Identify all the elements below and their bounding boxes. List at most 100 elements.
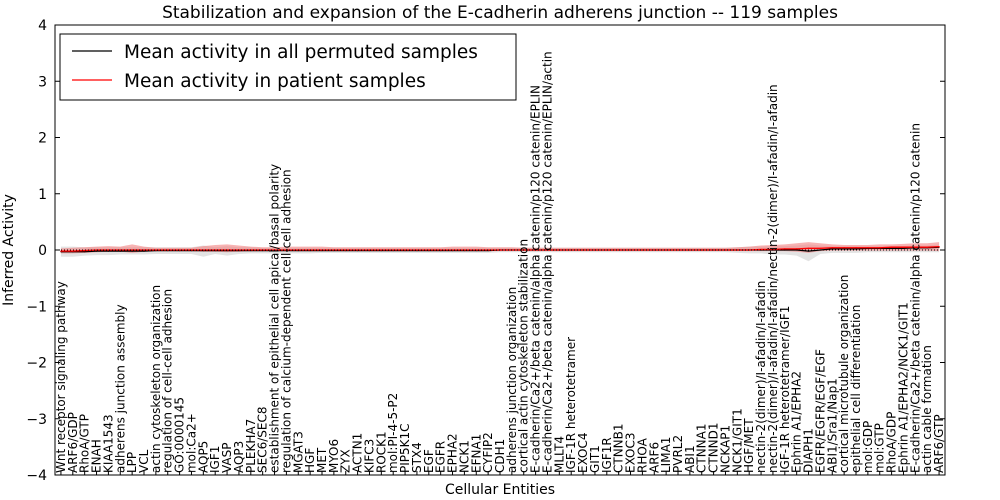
x-tick-label: ARF6/GDP [66, 412, 80, 473]
x-tick-label: IGF-1R heterotetramer [564, 337, 578, 473]
series-1-point-61 [784, 248, 786, 250]
y-tick-label: 2 [38, 131, 47, 147]
x-tick-label: KIFC3 [362, 439, 376, 473]
series-0-point-5 [119, 250, 121, 252]
series-1-point-55 [713, 249, 715, 251]
y-tick-label: 0 [38, 243, 47, 259]
x-tick-label: CTNNA1 [695, 423, 709, 473]
x-tick-label: DIAPH1 [802, 428, 816, 473]
x-tick-label: ARF6/GTP [932, 414, 946, 473]
series-1-point-57 [736, 249, 738, 251]
y-tick-label: 3 [38, 74, 47, 90]
x-tick-label: CYFIP2 [481, 432, 495, 473]
x-tick-label: mol:PI-4-5-P2 [386, 393, 400, 473]
chart-title: Stabilization and expansion of the E-cad… [162, 3, 838, 23]
y-tick-label: −2 [26, 356, 47, 372]
x-tick-label: EPHA2 [446, 433, 460, 473]
series-1-point-29 [404, 249, 406, 251]
x-tick-label: mol:GDP [861, 421, 875, 473]
series-1-point-48 [629, 249, 632, 251]
x-tick-label: VASP [220, 442, 234, 473]
y-axis-label: Inferred Activity [1, 194, 17, 306]
series-1-point-4 [107, 249, 109, 251]
x-tick-label: E-cadherin/Ca2+/beta catenin/alpha caten… [908, 123, 922, 473]
series-1-point-12 [202, 249, 204, 251]
series-1-point-7 [143, 249, 145, 251]
x-tick-label: RhoA/GDP [885, 412, 899, 473]
series-0-point-65 [831, 248, 833, 250]
x-tick-label: GO:0000145 [173, 397, 187, 473]
x-tick-label: Wnt receptor signaling pathway [54, 281, 68, 473]
x-tick-label: ARF6 [647, 442, 661, 473]
series-1-point-26 [368, 249, 371, 251]
series-1-point-67 [855, 247, 857, 249]
series-0-point-3 [95, 250, 98, 252]
x-tick-label: PVRL2 [671, 435, 685, 473]
x-tick-label: MET [315, 447, 329, 473]
series-0-point-66 [843, 248, 845, 250]
x-tick-label: EXOC3 [624, 433, 638, 474]
x-tick-label: EGF [422, 449, 436, 473]
x-tick-label: E-cadherin/Ca2+/beta catenin/alpha caten… [540, 51, 554, 473]
x-tick-label: IGF-1R heterotetramer/IGF1 [778, 306, 792, 473]
series-1-point-62 [796, 248, 798, 250]
x-tick-label: NCK1 [457, 440, 471, 473]
series-0-point-71 [902, 247, 905, 249]
x-tick-label: PIP5K1C [398, 423, 412, 473]
x-tick-label: epithelial cell differentiation [849, 305, 863, 473]
series-1-point-10 [179, 249, 181, 251]
series-1-point-69 [879, 247, 881, 249]
series-1-point-65 [831, 247, 833, 249]
x-tick-label: NCKAP1 [718, 425, 732, 473]
plot-area-frame [54, 24, 946, 476]
x-tick-label: ACTN1 [351, 433, 365, 473]
x-tick-label: adherens junction organization [505, 287, 519, 473]
x-tick-label: EGFR [434, 441, 448, 473]
y-tick-label: 1 [38, 187, 47, 203]
series-1-point-0 [60, 250, 62, 252]
x-axis-label: Cellular Entities [445, 482, 555, 498]
x-tick-label: LIMA1 [659, 437, 673, 473]
x-tick-label: mol:Ca2+ [184, 413, 198, 473]
series-1-point-66 [843, 247, 845, 249]
series-1-point-73 [926, 246, 928, 248]
x-tick-label: MLLT4 [552, 436, 566, 473]
series-1-point-64 [819, 247, 822, 249]
series-1-point-34 [463, 249, 465, 251]
x-tick-label: CTNNB1 [612, 423, 626, 473]
x-tick-label: ABI1 [683, 445, 697, 473]
series-1-point-71 [902, 246, 905, 248]
x-tick-label: HGF [303, 448, 317, 473]
x-tick-label: regulation of cell-cell adhesion [161, 289, 175, 473]
series-1-point-9 [167, 249, 169, 251]
x-tick-label: IGF1R [600, 437, 614, 473]
x-tick-label: cortical microtubule organization [837, 275, 851, 473]
x-tick-label: NCK1/GIT1 [730, 408, 744, 473]
series-1-point-56 [724, 249, 727, 251]
x-tick-label: HGF/MET [742, 418, 756, 473]
series-1-point-51 [665, 249, 667, 251]
series-0-point-6 [131, 250, 133, 252]
x-tick-label: actin cable formation [920, 345, 934, 473]
series-0-point-63 [807, 250, 810, 252]
legend: Mean activity in all permuted samples Me… [59, 33, 517, 101]
series-1-point-50 [653, 249, 655, 251]
series-0-point-2 [84, 251, 86, 253]
y-tick-label: 4 [38, 18, 47, 34]
x-tick-label: Ephrin A1/EPHA2/NCK1/GIT1 [896, 302, 910, 473]
series-1-point-32 [440, 249, 442, 251]
x-tick-label: MYO6 [327, 439, 341, 473]
x-tick-label: nectin-2(dimer)/I-afadin/I-afadin/nectin… [766, 84, 780, 473]
series-1-point-8 [155, 249, 157, 251]
series-1-point-31 [428, 249, 430, 251]
series-1-point-47 [618, 249, 620, 251]
series-1-point-28 [392, 249, 394, 251]
x-tick-label: actin cytoskeleton organization [149, 285, 163, 473]
series-1-point-33 [451, 249, 454, 251]
x-tick-label: EGFR/EGFR/EGF/EGF [813, 349, 827, 473]
y-tick-label: −3 [26, 412, 47, 428]
series-1-point-5 [119, 249, 121, 251]
